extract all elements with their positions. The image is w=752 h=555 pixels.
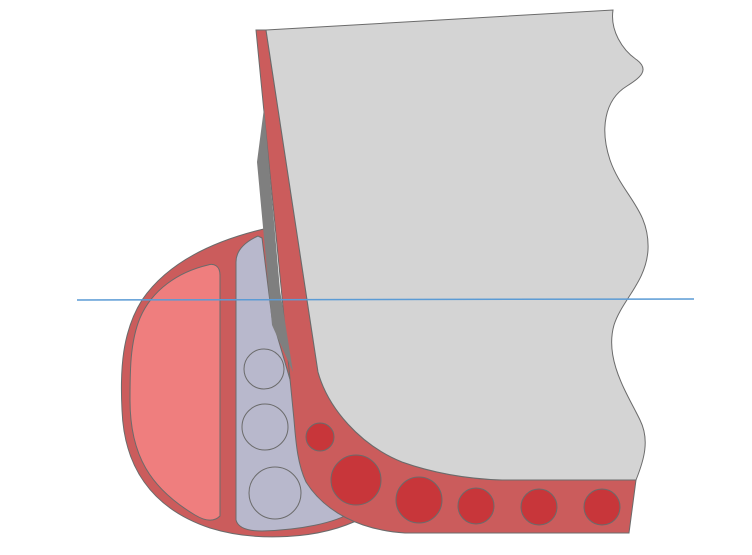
red-circle-2 [330,454,382,506]
red-circle-4 [457,487,495,525]
red-circle-3 [395,476,443,524]
lavender-circle-large [248,466,302,520]
lavender-circle-medium [241,403,289,451]
grey-region [265,9,649,481]
red-circle-5 [520,488,558,526]
red-circle-6 [583,488,621,526]
light-red-lobe [129,263,221,521]
horizontal-reference-line [76,298,695,301]
red-circle-1 [305,422,335,452]
lavender-circle-small [243,348,285,390]
dark-wedge [257,108,293,372]
